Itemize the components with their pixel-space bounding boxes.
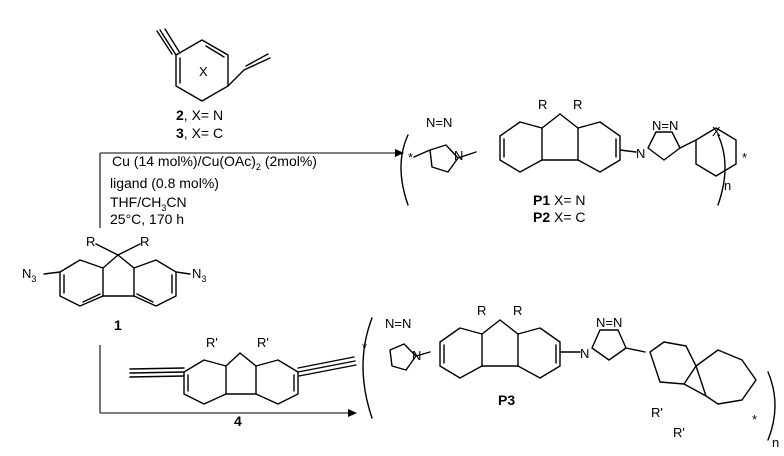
bottom-arrow-head: [348, 409, 357, 417]
p1-r-right: R: [573, 97, 582, 112]
solvent-text: THF/CH3CN: [110, 194, 187, 213]
polymer-p3-structure: [362, 317, 776, 441]
bracket-left-top: [400, 134, 409, 206]
repeat-n-top: n: [724, 178, 731, 193]
p1-label: P1 X= N: [533, 192, 586, 208]
triazole-n-4: N=N: [652, 118, 678, 133]
p1-r-left: R: [538, 97, 547, 112]
hetero-atom-x: X: [199, 64, 208, 79]
r-prime-right-4: R': [257, 335, 269, 350]
p3-r-left: R: [477, 303, 486, 318]
catalyst-text: Cu (14 mol%)/Cu(OAc)2 (2mol%): [112, 153, 317, 172]
end-star-1: *: [408, 150, 413, 165]
p3-r-right: R: [513, 303, 522, 318]
compound-1-structure: [43, 243, 191, 307]
compound-4-label: 4: [234, 413, 242, 429]
p3-triazole-n-4: N=N: [596, 315, 622, 330]
p3-r-prime-left: R': [651, 405, 663, 420]
ligand-text: ligand (0.8 mol%): [110, 175, 219, 191]
r-group-left: R: [86, 234, 95, 249]
conditions-text: 25°C, 170 h: [110, 211, 184, 227]
p3-triazole-n-2: N: [412, 348, 421, 363]
repeat-n-bottom: n: [772, 435, 779, 450]
p3-triazole-n-3: N: [580, 346, 589, 361]
polymer-hetero-x: X: [712, 124, 721, 139]
end-star-4: *: [752, 412, 757, 427]
triazole-n-1: N=N: [426, 115, 452, 130]
reaction-arrow-head: [395, 149, 404, 157]
azide-left: N3: [22, 266, 36, 284]
r-group-right: R: [140, 234, 149, 249]
bracket-right-top: [717, 134, 726, 206]
polymer-p1-p2-structure: [400, 113, 737, 206]
bracket-left-bottom: [362, 317, 373, 419]
p3-label: P3: [498, 392, 515, 408]
bracket-right-bottom: [767, 371, 776, 441]
end-star-3: *: [362, 340, 367, 355]
p3-r-prime-right: R': [673, 425, 685, 440]
triazole-n-3: N: [636, 146, 645, 161]
p2-label: P2 X= C: [533, 209, 586, 225]
compound-1-label: 1: [114, 317, 122, 333]
compound-3-label: 3, X= C: [176, 125, 223, 141]
triazole-n-2: N: [454, 148, 463, 163]
compound-2-label: 2, X= N: [176, 107, 223, 123]
monomer-2-3-structure: X: [156, 28, 271, 102]
end-star-2: *: [742, 150, 747, 165]
p3-triazole-n-1: N=N: [385, 316, 411, 331]
azide-right: N3: [192, 266, 206, 284]
r-prime-left-4: R': [206, 335, 218, 350]
compound-4-structure: [129, 352, 357, 405]
